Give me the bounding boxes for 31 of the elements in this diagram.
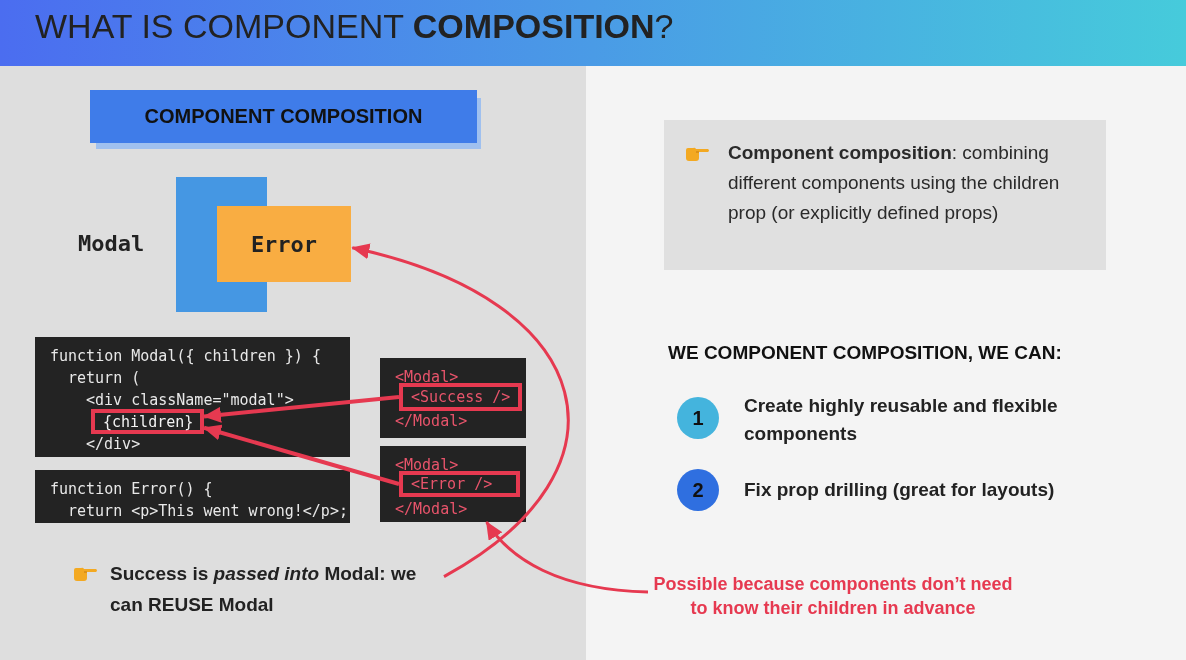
code-panel [380,446,526,522]
component-label: Modal [78,231,146,256]
arrow [203,424,400,486]
number-circle: 1 [677,397,719,439]
code-line: <div className="modal"> [86,390,294,411]
arrow [203,395,400,423]
code-line: return ( [68,368,141,389]
arrow [485,521,649,594]
highlight-box: <Success /> [399,383,522,411]
error-box: Error [217,206,351,282]
annotation-text: Possible because components don’t need to know their children in advance [648,572,1018,622]
code-line: </Modal> [395,411,468,432]
code-line: </Modal> [395,499,468,520]
code-line: function Modal({ children }) { [50,346,321,367]
section-heading: WE COMPONENT COMPOSITION, WE CAN: [668,342,1062,364]
list-item-text: Create highly reusable and flexible components [744,394,1059,446]
code-panel [380,358,526,438]
definition-text: Component composition: combining different components using the children prop (or explicitly defined props) [728,141,1061,225]
definition-card [664,120,1106,270]
highlight-box: <Error /> [399,471,520,497]
number-circle: 2 [677,469,719,511]
code-line: return <p>This went wrong!</p>; [68,501,348,522]
note-text: Success is passed into Modal: we can REUSE Modal [110,562,418,617]
code-panel [35,337,350,457]
title: WHAT IS COMPONENT COMPOSITION? [35,6,674,47]
highlight-box: {children} [91,409,204,434]
list-item-text: Fix prop drilling (great for layouts) [744,478,1056,502]
code-line: function Error() { [50,479,213,500]
code-line: </div> [86,434,141,455]
code-panel [35,470,350,523]
arrow [351,244,570,578]
